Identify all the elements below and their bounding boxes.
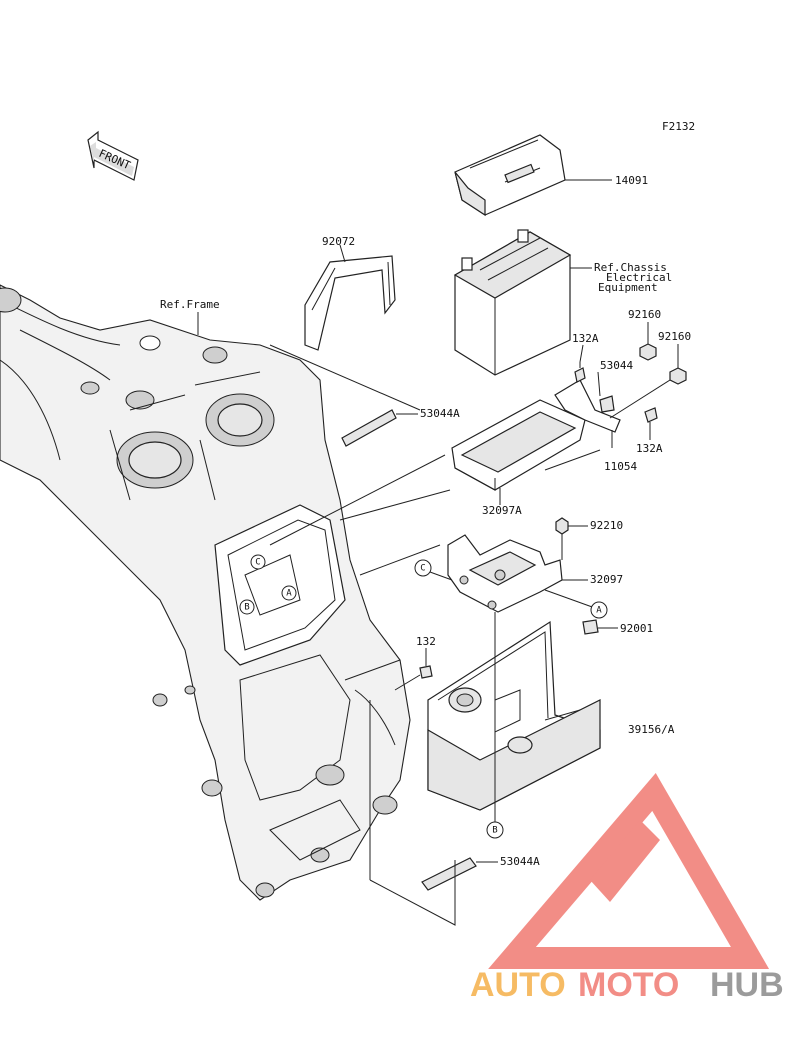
label-32097: 32097 xyxy=(590,573,623,586)
bolt-92001 xyxy=(582,619,618,635)
battery xyxy=(453,229,592,376)
callout-b-bracket: B xyxy=(492,826,497,836)
battery-cover-14091 xyxy=(454,134,612,217)
label-ref-frame: Ref.Frame xyxy=(160,298,220,311)
front-arrow-icon: FRONT xyxy=(87,130,139,181)
bolt-132a-top xyxy=(574,362,586,383)
callout-c-bracket: C xyxy=(420,564,425,574)
battery-tray-32097a xyxy=(451,399,586,505)
label-132a-bottom: 132A xyxy=(636,442,663,455)
battery-case-39156 xyxy=(427,620,601,811)
label-132a-top: 132A xyxy=(572,332,599,345)
nut-92160-b xyxy=(609,344,687,419)
callout-a-frame: A xyxy=(286,589,292,599)
rubber-strip-53044a-top xyxy=(269,344,421,447)
callout-a-bracket: A xyxy=(596,606,602,616)
bolt-132 xyxy=(394,648,433,691)
label-92160-a: 92160 xyxy=(628,308,661,321)
label-ref-chassis-2: Electrical xyxy=(606,271,672,284)
label-132: 132 xyxy=(416,635,436,648)
label-53044: 53044 xyxy=(600,359,633,372)
nut-92160-a xyxy=(639,322,657,361)
label-53044a-bottom: 53044A xyxy=(500,855,540,868)
nut-92210 xyxy=(555,517,588,560)
label-ref-chassis-1: Ref.Chassis xyxy=(594,261,667,274)
label-92160-b: 92160 xyxy=(658,330,691,343)
label-53044a-top: 53044A xyxy=(420,407,460,420)
callout-c-frame: C xyxy=(255,558,260,568)
watermark-text-auto: AUTO xyxy=(470,966,566,1004)
bracket-11054 xyxy=(554,379,621,448)
label-39156: 39156/A xyxy=(628,723,675,736)
label-92001: 92001 xyxy=(620,622,653,635)
callout-b-frame: B xyxy=(244,603,249,613)
battery-strap-92072 xyxy=(304,244,396,351)
label-11054: 11054 xyxy=(604,460,637,473)
label-92072: 92072 xyxy=(322,235,355,248)
bolt-132a-bottom xyxy=(644,407,658,440)
label-ref-chassis-3: Equipment xyxy=(598,281,658,294)
watermark-text-hub: HUB xyxy=(710,966,784,1004)
label-14091: 14091 xyxy=(615,174,648,187)
rubber-strip-53044a-bottom xyxy=(369,700,498,926)
diagram-code: F2132 xyxy=(662,120,695,133)
label-32097a: 32097A xyxy=(482,504,522,517)
bracket-32097 xyxy=(447,534,588,613)
watermark-text-moto: MOTO xyxy=(578,966,679,1004)
watermark-logo: AUTO MOTO HUB xyxy=(470,773,784,1004)
motorcycle-frame: C A B xyxy=(0,284,411,901)
label-92210: 92210 xyxy=(590,519,623,532)
